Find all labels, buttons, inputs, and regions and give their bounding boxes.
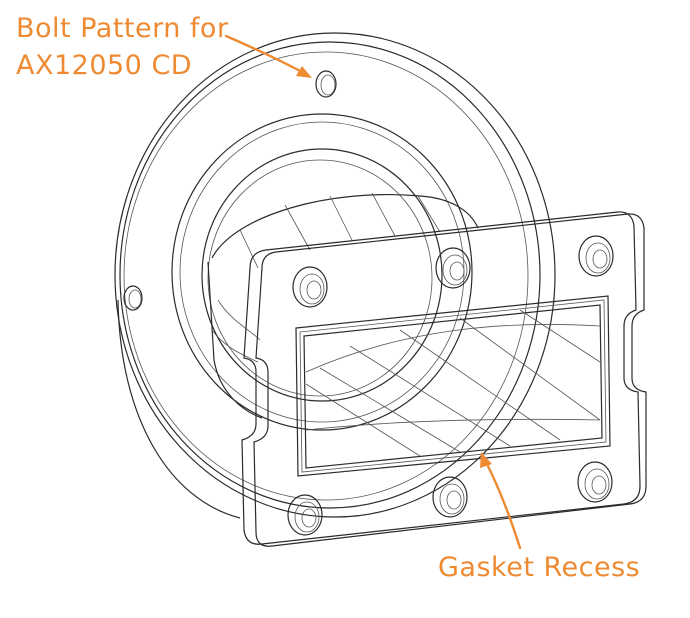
gasket-recess xyxy=(295,295,611,477)
gasket-recess-annotation: Gasket Recess xyxy=(438,552,641,583)
bolt-pattern-label-line1: Bolt Pattern for xyxy=(16,13,229,44)
rectangular-flange xyxy=(241,211,647,547)
bolt-hole-top-right xyxy=(578,235,614,277)
flange-bolt-hole-top xyxy=(315,70,337,98)
bolt-pattern-arrow xyxy=(224,34,312,78)
rect-bolt-holes xyxy=(287,235,614,536)
bolt-hole-bottom-center xyxy=(432,476,468,518)
bolt-pattern-annotation: Bolt Pattern for AX12050 CD xyxy=(16,10,229,84)
flange-boss xyxy=(171,113,473,431)
round-flange xyxy=(114,32,556,519)
bolt-pattern-label-line2: AX12050 CD xyxy=(16,50,193,81)
bolt-hole-top-center xyxy=(435,247,471,289)
transition-body xyxy=(207,192,479,419)
throat-interior xyxy=(305,309,601,457)
bolt-hole-bottom-left xyxy=(287,494,323,536)
bolt-hole-top-left xyxy=(292,266,328,308)
gasket-recess-arrow xyxy=(480,452,522,550)
bolt-hole-bottom-right xyxy=(577,461,613,503)
flange-bolt-hole-left xyxy=(123,285,143,311)
